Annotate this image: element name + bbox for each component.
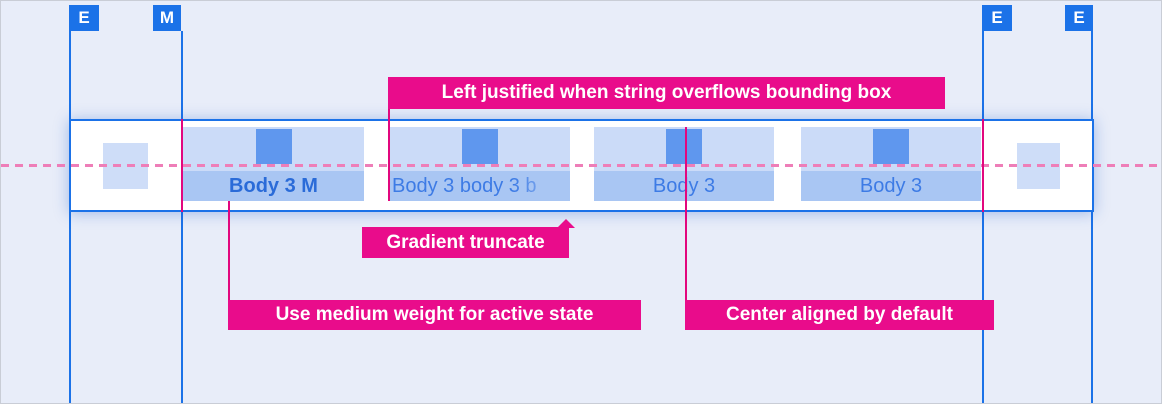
connector-left-justified <box>388 109 390 201</box>
tab-item-default[interactable]: Body 3 <box>801 127 981 201</box>
tab-item-truncated[interactable]: Body 3 body 3 b <box>389 127 570 201</box>
gridline-margin-left <box>181 31 183 403</box>
margin-tag-label: M <box>159 8 175 27</box>
callout-arrow-up-icon <box>557 219 575 228</box>
measure-line-left <box>181 119 183 212</box>
tab-label: Body 3 M <box>183 171 364 201</box>
tab-icon <box>255 129 292 164</box>
tab-label: Body 3 <box>801 171 981 201</box>
tab-top-area <box>183 127 364 171</box>
margin-tag-label: E <box>991 8 1003 27</box>
tab-item-default[interactable]: Body 3 <box>594 127 774 201</box>
connector-medium-weight <box>228 201 230 300</box>
tab-item-active[interactable]: Body 3 M <box>183 127 364 201</box>
margin-tag-e-right1: E <box>982 5 1012 31</box>
margin-tag-label: E <box>1073 8 1085 27</box>
annotation-left-justified: Left justified when string overflows bou… <box>388 77 945 109</box>
annotation-gradient-truncate: Gradient truncate <box>362 219 575 258</box>
tab-icon <box>873 129 909 164</box>
margin-tag-label: E <box>78 8 90 27</box>
measure-line-right <box>982 119 984 212</box>
annotation-text: Gradient truncate <box>386 231 545 253</box>
connector-center-aligned <box>685 127 687 300</box>
annotation-text: Use medium weight for active state <box>275 304 594 325</box>
tab-icon <box>666 129 702 164</box>
tab-top-area <box>594 127 774 171</box>
tab-label: Body 3 body 3 b <box>389 171 570 201</box>
baseline-dashed-line <box>1 164 1161 167</box>
tab-label: Body 3 <box>594 171 774 201</box>
margin-tag-e-left: E <box>69 5 99 31</box>
gridline-edge-right <box>1091 31 1093 403</box>
tab-top-area <box>389 127 570 171</box>
tab-top-area <box>801 127 981 171</box>
gridline-edge-left <box>69 31 71 403</box>
margin-tag-e-right2: E <box>1065 5 1093 31</box>
annotation-medium-weight: Use medium weight for active state <box>228 300 641 330</box>
gridline-margin-right <box>982 31 984 403</box>
truncated-text: Body 3 body 3 b <box>392 175 537 197</box>
margin-tag-m: M <box>153 5 181 31</box>
tab-icon <box>461 129 498 164</box>
annotation-text: Left justified when string overflows bou… <box>441 82 892 103</box>
annotation-text: Center aligned by default <box>726 304 953 325</box>
annotation-center-aligned: Center aligned by default <box>685 300 994 330</box>
